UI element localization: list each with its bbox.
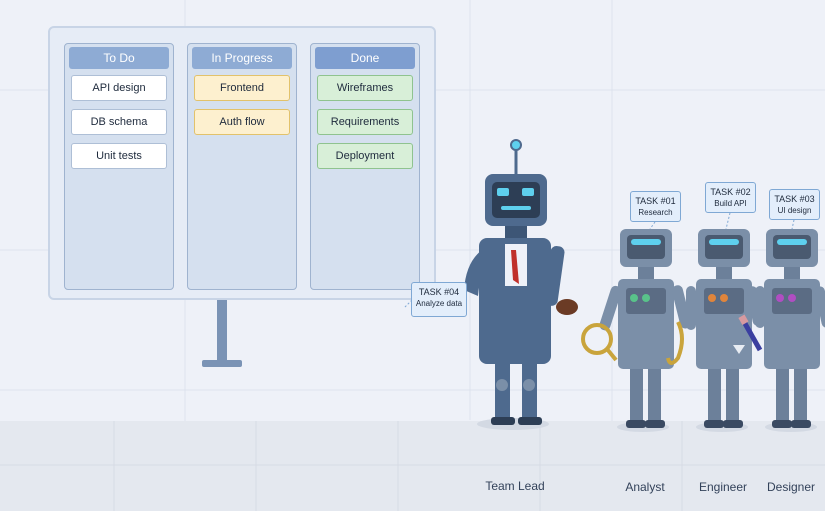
task-id: TASK #02 bbox=[710, 187, 751, 197]
column-todo: To Do API design DB schema Unit tests bbox=[64, 43, 174, 290]
task-tag-analyst[interactable]: TASK #01 Research bbox=[630, 191, 681, 222]
column-in-progress: In Progress Frontend Auth flow bbox=[187, 43, 297, 290]
task-tag-lead[interactable]: TASK #04 Analyze data bbox=[411, 282, 467, 317]
column-header-in-progress: In Progress bbox=[192, 47, 292, 69]
column-done: Done Wireframes Requirements Deployment bbox=[310, 43, 420, 290]
card-unit-tests[interactable]: Unit tests bbox=[71, 143, 167, 169]
role-label-analyst: Analyst bbox=[625, 480, 665, 494]
column-header-todo: To Do bbox=[69, 47, 169, 69]
task-name: UI design bbox=[777, 206, 812, 215]
task-name: Analyze data bbox=[415, 299, 463, 308]
task-tag-designer[interactable]: TASK #03 UI design bbox=[769, 189, 820, 220]
task-name: Build API bbox=[714, 199, 747, 208]
task-tag-engineer[interactable]: TASK #02 Build API bbox=[705, 182, 756, 213]
role-label-designer: Designer bbox=[766, 480, 816, 494]
card-frontend[interactable]: Frontend bbox=[194, 75, 290, 101]
card-auth-flow[interactable]: Auth flow bbox=[194, 109, 290, 135]
card-wireframes[interactable]: Wireframes bbox=[317, 75, 413, 101]
column-header-done: Done bbox=[315, 47, 415, 69]
card-requirements[interactable]: Requirements bbox=[317, 109, 413, 135]
task-id: TASK #01 bbox=[635, 196, 676, 206]
task-name: Research bbox=[638, 208, 673, 217]
kanban-board: To Do API design DB schema Unit tests In… bbox=[48, 26, 436, 300]
card-db-schema[interactable]: DB schema bbox=[71, 109, 167, 135]
role-label-engineer: Engineer bbox=[698, 480, 748, 494]
role-label-team-lead: Team Lead bbox=[485, 479, 545, 493]
task-id: TASK #04 bbox=[418, 287, 460, 297]
card-api-design[interactable]: API design bbox=[71, 75, 167, 101]
card-deployment[interactable]: Deployment bbox=[317, 143, 413, 169]
task-id: TASK #03 bbox=[774, 194, 815, 204]
